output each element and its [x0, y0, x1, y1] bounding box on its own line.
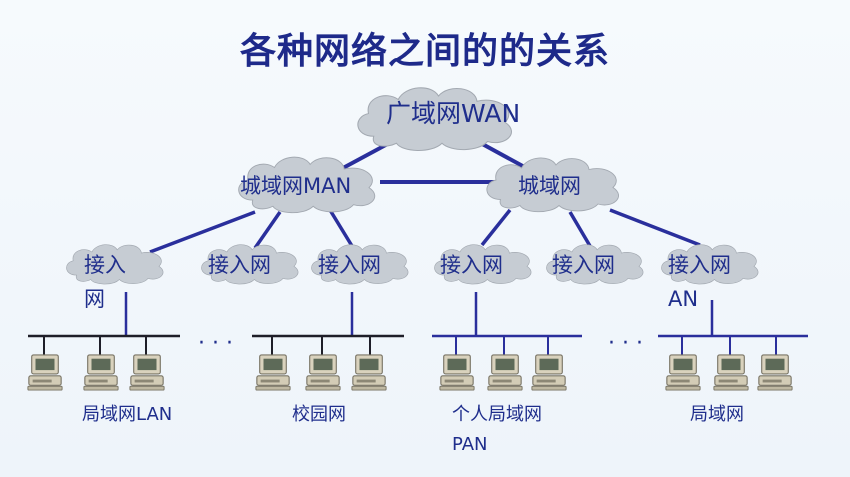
wan-label: 广域网WAN: [386, 99, 520, 128]
segment-pan-label: 个人局域网: [452, 404, 542, 425]
ellipsis-left: · · ·: [198, 331, 233, 356]
computer-icon: [531, 354, 567, 391]
ellipsis-right: · · ·: [608, 331, 643, 356]
access-4-label: 接入网: [440, 253, 503, 277]
access-2-label: 接入网: [208, 253, 271, 277]
access-3-label: 接入网: [318, 253, 381, 277]
segment-lan: 局域网LAN: [27, 334, 180, 425]
computer-icon: [83, 354, 119, 391]
segment-lan-right: 局域网: [658, 334, 808, 425]
cloud-access-2: 接入网: [201, 244, 299, 285]
link-metro-access-4: [480, 208, 512, 247]
cloud-access-6: 接入网 AN: [661, 244, 759, 311]
cloud-metro-man: 城域网MAN: [238, 156, 376, 214]
computer-icon: [757, 354, 793, 391]
cloud-access-1: 接入 网: [66, 244, 164, 311]
computer-icon: [255, 354, 291, 391]
drops: [124, 292, 714, 336]
access-6-label-line2: AN: [668, 287, 698, 311]
computer-icon: [713, 354, 749, 391]
link-man-access-2: [253, 211, 282, 249]
cloud-access-5: 接入网: [546, 244, 644, 285]
metro-label: 城域网: [518, 174, 581, 198]
page-title: 各种网络之间的的关系: [239, 31, 610, 72]
computer-icon: [305, 354, 341, 391]
access-1-label-line2: 网: [84, 287, 105, 311]
access-6-label: 接入网: [668, 253, 731, 277]
access-5-label: 接入网: [552, 253, 615, 277]
segment-pan: 个人局域网 PAN: [432, 334, 582, 455]
cloud-metro: 城域网: [486, 157, 620, 213]
link-metro-access-6: [609, 208, 701, 247]
access-1-label: 接入: [84, 253, 126, 277]
computer-icon: [665, 354, 701, 391]
segment-pan-sublabel: PAN: [452, 434, 487, 455]
link-man-access-1: [149, 210, 256, 254]
segment-campus-label: 校园网: [292, 404, 346, 425]
metro-man-label: 城域网MAN: [240, 174, 351, 198]
computer-icon: [487, 354, 523, 391]
computer-icon: [351, 354, 387, 391]
cloud-wan: 广域网WAN: [357, 86, 520, 152]
computer-icon: [439, 354, 475, 391]
cloud-access-4: 接入网: [434, 244, 532, 285]
cloud-access-3: 接入网: [311, 244, 409, 285]
computer-icon: [27, 354, 63, 391]
link-man-access-3: [328, 209, 354, 247]
computer-icon: [129, 354, 165, 391]
segment-lan-label: 局域网LAN: [82, 404, 172, 425]
segment-lan-right-label: 局域网: [690, 404, 744, 425]
segment-campus: 校园网: [252, 334, 404, 425]
link-metro-access-5: [568, 211, 592, 247]
